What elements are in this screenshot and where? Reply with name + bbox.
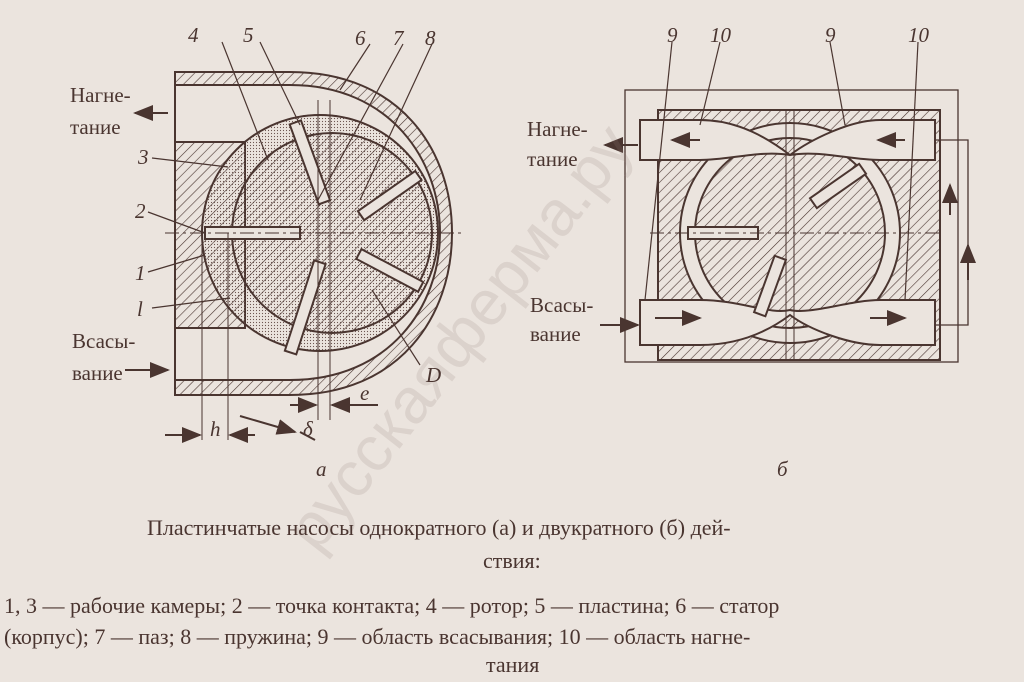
suction-label-a2: вание	[72, 361, 123, 385]
vane	[288, 119, 332, 206]
dim-e: e	[360, 381, 370, 405]
vane	[354, 247, 425, 294]
label-10-left: 10	[710, 23, 731, 47]
discharge-label-a2: тание	[70, 115, 121, 139]
caption-legend-line1: 1, 3 — рабочие камеры; 2 — точка контакт…	[4, 593, 780, 618]
diagram-b	[600, 41, 976, 363]
label-3: 3	[138, 145, 149, 169]
dim-delta: δ	[303, 417, 313, 441]
sublabel-b: б	[777, 457, 788, 481]
discharge-label-b1: Нагне-	[527, 117, 588, 141]
label-9-left: 9	[667, 23, 678, 47]
caption-title-line1: Пластинчатые насосы однократного (а) и д…	[147, 515, 731, 540]
suction-label-b1: Всасы-	[530, 293, 594, 317]
diagram-a	[125, 41, 465, 443]
sublabel-a: а	[316, 457, 327, 481]
vane	[283, 259, 327, 356]
discharge-label-b2: тание	[527, 147, 578, 171]
label-2: 2	[135, 199, 146, 223]
suction-label-a1: Всасы-	[72, 329, 136, 353]
vane	[752, 254, 788, 318]
label-6: 6	[355, 26, 366, 50]
caption-title-line2: ствия:	[483, 548, 541, 573]
vane	[808, 162, 868, 210]
label-l: l	[137, 297, 143, 321]
caption-legend-line3: тания	[486, 652, 540, 677]
vane	[356, 169, 423, 222]
vane	[687, 226, 759, 240]
caption-legend-line2: (корпус); 7 — паз; 8 — пружина; 9 — обла…	[4, 624, 751, 649]
suction-label-b2: вание	[530, 322, 581, 346]
label-7: 7	[393, 26, 404, 50]
suction-port	[639, 299, 936, 346]
label-9-right: 9	[825, 23, 836, 47]
label-5: 5	[243, 23, 254, 47]
label-8: 8	[425, 26, 436, 50]
discharge-label-a1: Нагне-	[70, 83, 131, 107]
label-10-right: 10	[908, 23, 929, 47]
label-1: 1	[135, 261, 146, 285]
dim-h: h	[210, 417, 221, 441]
dim-D: D	[426, 363, 442, 387]
label-4: 4	[188, 23, 199, 47]
